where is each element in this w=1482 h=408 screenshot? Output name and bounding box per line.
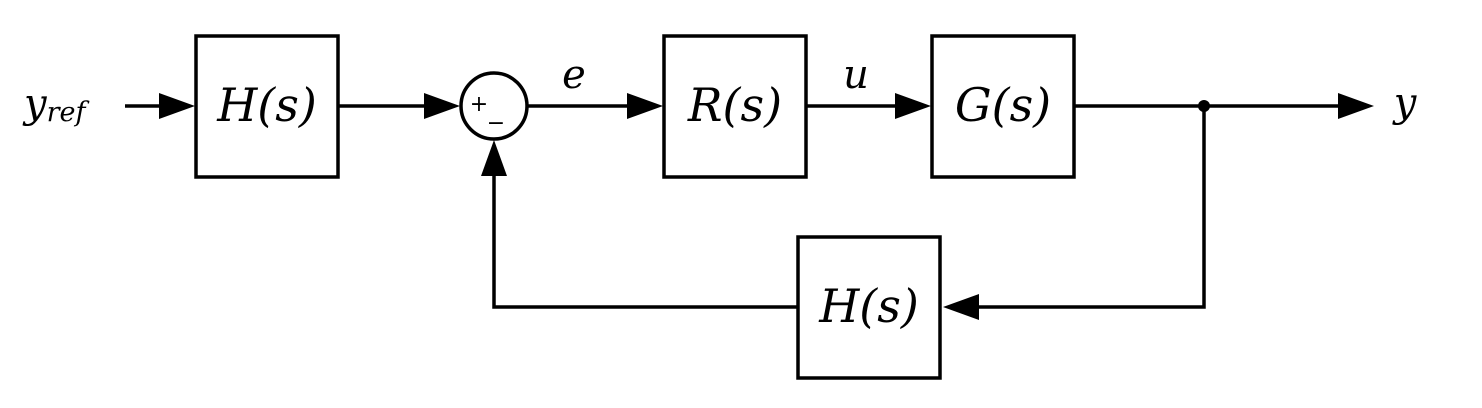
wire-feedback-to-sum xyxy=(492,172,798,309)
arrowhead-into-feedback xyxy=(943,294,979,320)
input-signal-label: yref xyxy=(22,81,89,128)
input-signal-symbol: y xyxy=(22,81,48,127)
error-signal-label: e xyxy=(562,52,586,98)
input-signal-subscript: ref xyxy=(47,97,90,128)
feedback-box xyxy=(796,235,942,380)
arrowhead-output xyxy=(1338,93,1374,119)
prefilter-block: H(s) xyxy=(194,34,340,179)
minus-sign: − xyxy=(487,111,505,136)
plant-box xyxy=(930,34,1076,179)
arrowhead-sum-to-controller xyxy=(627,93,663,119)
plant-block: G(s) xyxy=(930,34,1076,179)
wire-branch-to-feedback xyxy=(976,106,1206,309)
prefilter-label: H(s) xyxy=(216,78,317,132)
control-signal-label: u xyxy=(843,52,869,98)
arrowhead-prefilter-to-sum xyxy=(424,93,460,119)
feedback-block: H(s) xyxy=(796,235,942,380)
controller-block: R(s) xyxy=(662,34,808,179)
summing-junction: + − xyxy=(459,71,529,141)
plus-sign: + xyxy=(470,92,488,117)
arrowhead-controller-to-plant xyxy=(895,93,931,119)
controller-label: R(s) xyxy=(687,78,782,132)
feedback-label: H(s) xyxy=(818,279,919,333)
arrowhead-feedback-to-sum xyxy=(481,140,507,176)
arrowhead-input-to-prefilter xyxy=(159,93,195,119)
output-signal-label: y xyxy=(1392,80,1418,126)
plant-label: G(s) xyxy=(955,78,1051,132)
